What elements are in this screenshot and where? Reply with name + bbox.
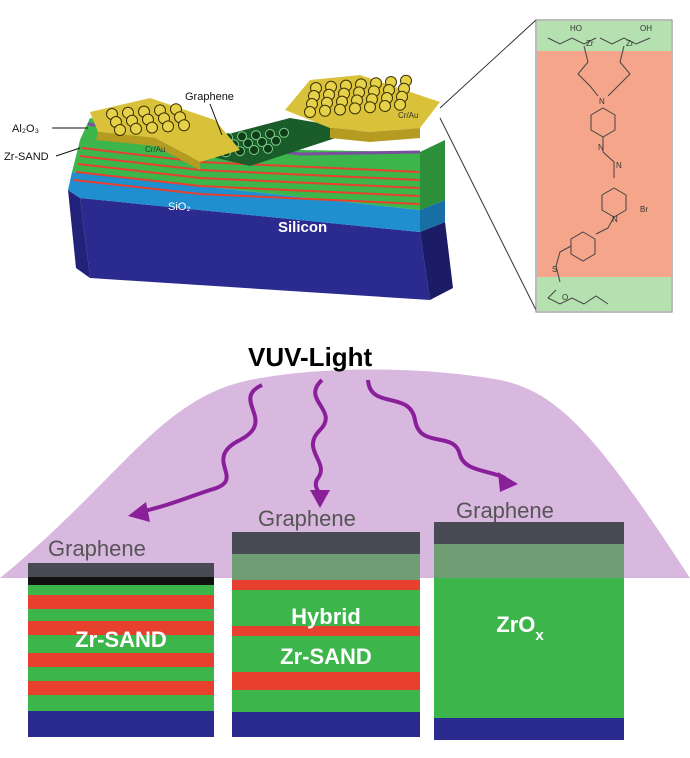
graphene-lattice-cell (271, 135, 281, 146)
arrowhead-left (128, 502, 150, 522)
stack-right-graphene (434, 522, 624, 544)
stack-left-cap (28, 577, 214, 585)
stack-zr-sand: Zr-SAND (28, 563, 214, 737)
mol-br: Br (640, 205, 648, 214)
vuv-arrowheads (128, 472, 518, 522)
graphene-lattice-cell (257, 137, 267, 147)
graphene-lattice-cell (279, 127, 289, 138)
stack-left-silicon (28, 711, 214, 737)
stack-right-label-sub: x (535, 627, 544, 644)
graphene-label-left: Graphene (48, 536, 146, 561)
electrode-left (90, 98, 240, 170)
vuv-arrow-middle (311, 378, 328, 497)
graphene-pointer (209, 103, 223, 136)
electrode-cell (319, 104, 331, 117)
stack-zrox: ZrOx (434, 522, 624, 740)
label-zr-sand: Zr-SAND (4, 151, 49, 163)
electrode-cell (304, 106, 316, 118)
stack-right-silicon (434, 718, 624, 740)
electrode-cell (130, 122, 142, 135)
molecule-top-band (537, 21, 671, 51)
molecule-bottom-band (537, 277, 671, 311)
mol-n-azo-2: N (616, 161, 622, 170)
zr-sand-pointer (55, 147, 81, 157)
label-crau-left: Cr/Au (145, 145, 165, 154)
label-crau-right: Cr/Au (398, 111, 418, 120)
molecule-structure (547, 37, 651, 305)
stack-left-label: Zr-SAND (75, 627, 167, 652)
graphene-lattice-cell (251, 130, 261, 141)
graphene-lattice-cell (243, 138, 253, 149)
label-graphene: Graphene (185, 91, 234, 103)
mol-n-azo-1: N (598, 143, 604, 152)
stack-hybrid-zr-sand: Hybrid Zr-SAND (232, 532, 420, 737)
electrode-cell (379, 100, 391, 112)
electrode-cell (162, 120, 174, 133)
stack-left-graphene (28, 563, 214, 577)
stack-right-label-main: ZrO (496, 612, 535, 637)
vuv-arrows (139, 378, 506, 514)
label-sio2: SiO₂ (168, 201, 191, 213)
zoom-line-top (439, 19, 537, 109)
silicon-front (80, 198, 430, 300)
mol-zr-left: Zr (586, 39, 594, 48)
electrode-cell (364, 101, 376, 114)
mol-o: O (562, 293, 568, 302)
vuv-label: VUV-Light (248, 342, 373, 372)
silicon-side-left (68, 190, 90, 278)
stack-middle-silicon (232, 712, 420, 737)
graphene-lattice-cell (263, 143, 273, 154)
stack-right-faded (434, 544, 624, 578)
label-al2o3: Al₂O₃ (12, 123, 39, 135)
electrode-left-pattern (106, 103, 190, 136)
electrode-cell (114, 124, 126, 136)
vuv-schematic: VUV-Light Graphene Graphene Graphene (0, 342, 690, 740)
graphene-label-right: Graphene (456, 498, 554, 523)
arrowhead-middle (310, 490, 330, 508)
electrode-right (285, 74, 440, 142)
label-silicon: Silicon (278, 219, 327, 236)
molecule-mid-band (537, 51, 671, 277)
vuv-arrow-left (139, 383, 263, 514)
electrode-cell (178, 119, 190, 132)
graphene-label-middle: Graphene (258, 506, 356, 531)
molecule-panel: HO OH Zr Zr N N N N Br S O (535, 19, 673, 313)
mol-oh: OH (640, 24, 652, 33)
mol-s: S (552, 265, 557, 274)
electrode-cell (394, 98, 406, 111)
electrode-cell (349, 102, 361, 115)
graphene-lattice-cell (249, 145, 259, 155)
molecule-frame (535, 19, 673, 313)
electrode-cell (334, 103, 346, 116)
electrode-right-pattern (304, 74, 412, 118)
silicon-side (420, 222, 453, 300)
mol-n-amine: N (599, 97, 605, 106)
stack-middle-graphene (232, 532, 420, 554)
graphene-lattice-cell (237, 131, 247, 142)
device-schematic: Graphene Al₂O₃ Zr-SAND Cr/Au Cr/Au SiO₂ … (4, 19, 537, 311)
stack-right-oxide (434, 578, 624, 718)
graphene-lattice-cell (265, 129, 275, 139)
stack-middle-faded (232, 554, 420, 580)
zoom-line-bottom (439, 117, 537, 311)
stack-middle-label-2: Zr-SAND (280, 644, 372, 669)
sio2-side (420, 200, 445, 232)
stack-right-label: ZrOx (496, 612, 544, 644)
arrowhead-right (498, 472, 518, 492)
mol-zr-right: Zr (626, 39, 634, 48)
electrode-cell (146, 121, 158, 134)
stack-middle-label-1: Hybrid (291, 604, 361, 629)
mol-ho: HO (570, 24, 582, 33)
sio2-layer (68, 172, 420, 232)
vuv-arrow-right (366, 379, 506, 480)
mol-n-pyr: N (612, 215, 618, 224)
